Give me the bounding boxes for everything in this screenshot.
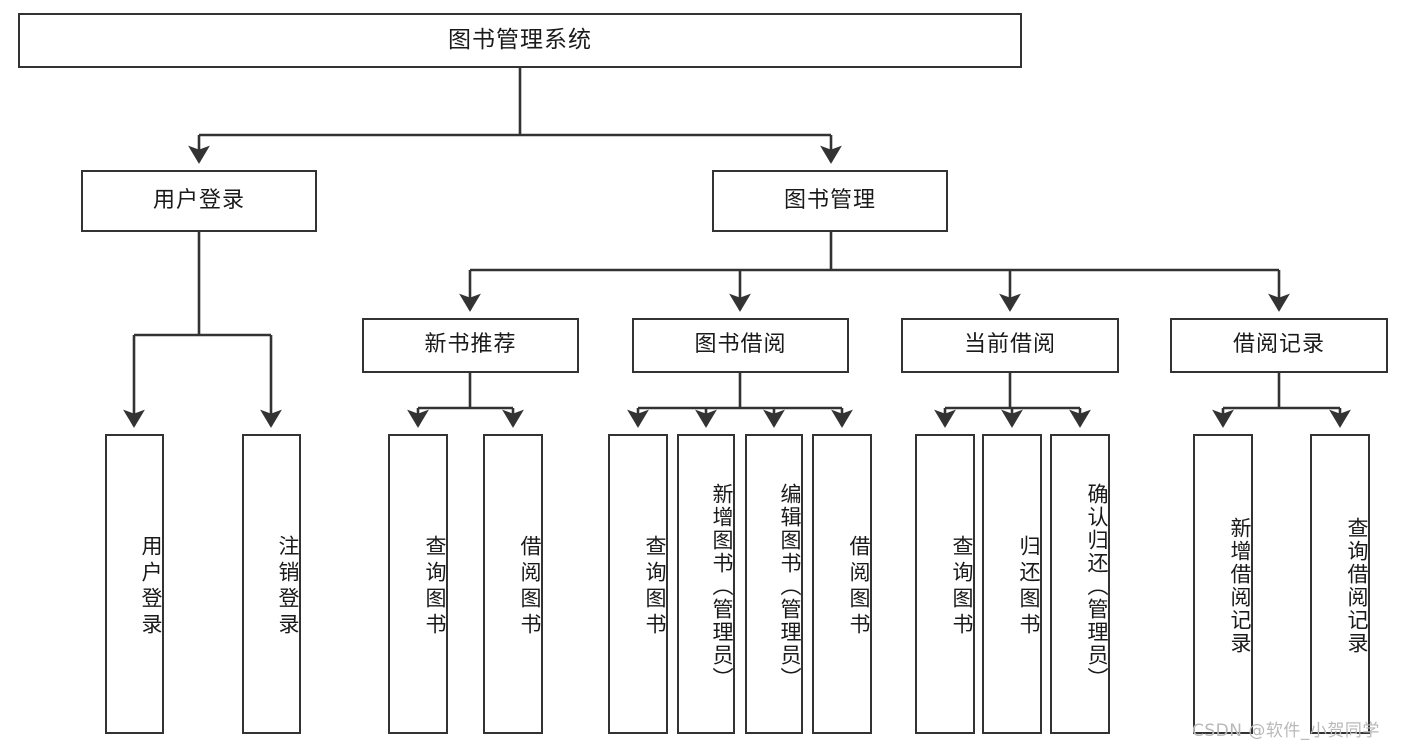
leaf-edit-book-admin[interactable]: 编辑图书（管理员） — [745, 434, 803, 734]
leaf-borrow-book-new[interactable]: 借阅图书 — [483, 434, 543, 734]
node-book-manage[interactable]: 图书管理 — [712, 170, 948, 232]
leaf-confirm-return-admin[interactable]: 确认归还（管理员） — [1050, 434, 1110, 734]
node-root[interactable]: 图书管理系统 — [18, 13, 1022, 68]
node-current-borrow[interactable]: 当前借阅 — [901, 318, 1119, 373]
leaf-add-borrow-record[interactable]: 新增借阅记录 — [1193, 434, 1253, 734]
node-new-book-rec[interactable]: 新书推荐 — [362, 318, 579, 373]
leaf-query-borrow-record[interactable]: 查询借阅记录 — [1310, 434, 1370, 734]
leaf-borrow-book-borrow[interactable]: 借阅图书 — [812, 434, 872, 734]
leaf-add-book-admin[interactable]: 新增图书（管理员） — [677, 434, 735, 734]
node-borrow-record[interactable]: 借阅记录 — [1170, 318, 1388, 373]
leaf-query-book-new[interactable]: 查询图书 — [388, 434, 448, 734]
watermark-text: CSDN @软件_小贺同学 — [1192, 721, 1380, 741]
leaf-return-book[interactable]: 归还图书 — [982, 434, 1042, 734]
node-book-borrow[interactable]: 图书借阅 — [632, 318, 849, 373]
leaf-user-login[interactable]: 用户登录 — [105, 434, 164, 734]
leaf-query-book-current[interactable]: 查询图书 — [915, 434, 975, 734]
leaf-user-logout[interactable]: 注销登录 — [242, 434, 301, 734]
leaf-query-book-borrow[interactable]: 查询图书 — [608, 434, 668, 734]
node-user-login[interactable]: 用户登录 — [81, 170, 317, 232]
